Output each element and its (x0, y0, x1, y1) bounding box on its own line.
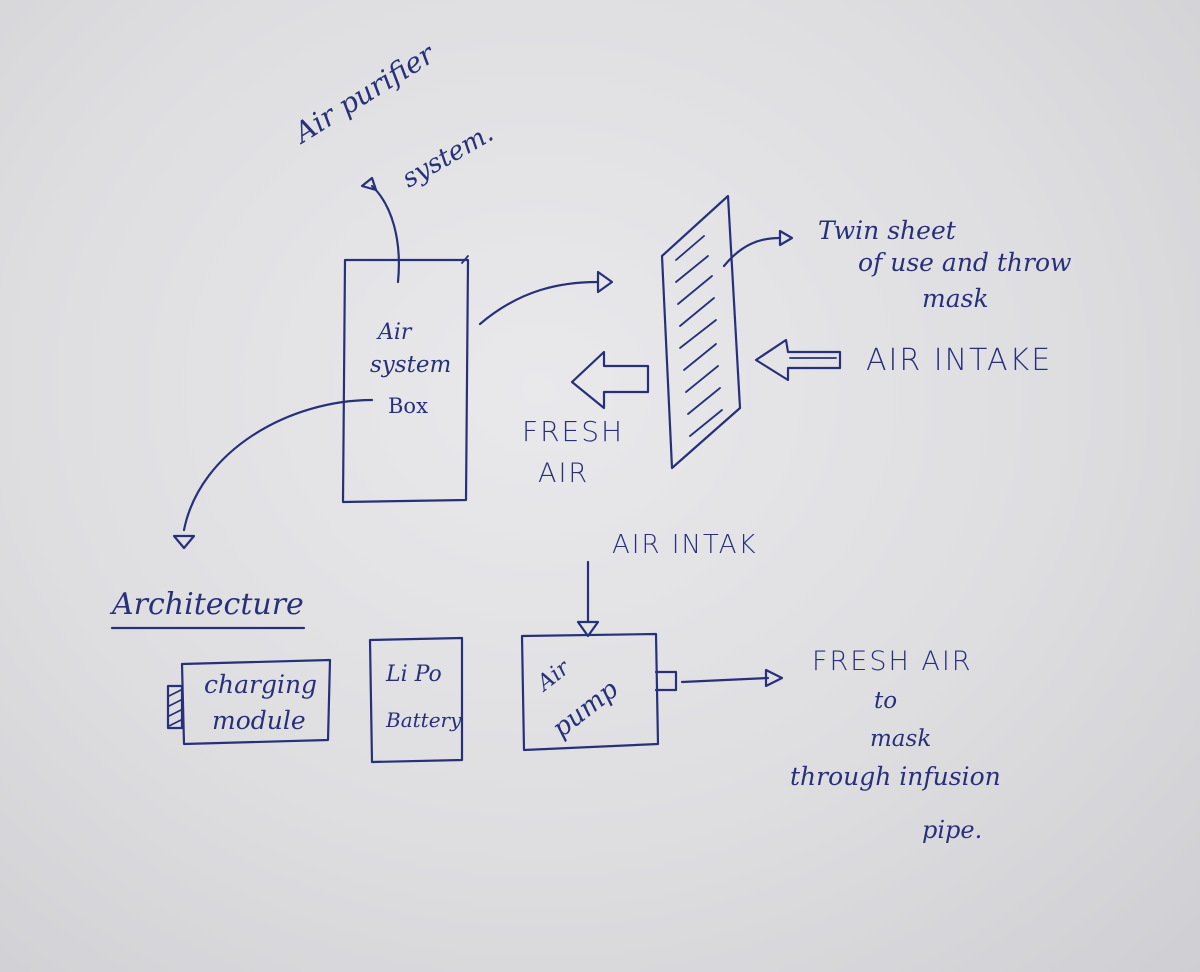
charging-port (166, 684, 184, 730)
sheet-label-line1: Twin sheet (818, 216, 956, 245)
arrow-head-purifier (360, 176, 378, 192)
air-intake-block-arrow (754, 338, 842, 382)
box-label-line3: Box (388, 394, 428, 418)
box-label-line1: Air (378, 320, 412, 345)
air-pump-box (520, 632, 660, 752)
pump-outlet-port (654, 670, 678, 692)
output-label-line1: FRESH AIR (812, 646, 973, 677)
charging-module-box (180, 658, 332, 746)
charging-label-line2: module (212, 706, 306, 735)
output-label-line2: to (874, 688, 898, 714)
fresh-air-line2: AIR (538, 458, 590, 489)
charging-port-hatch (168, 689, 182, 727)
sheet-label-line2: of use and throw (858, 248, 1072, 277)
lipo-label-line1: Li Po (386, 662, 442, 687)
charging-label-line1: charging (204, 670, 318, 699)
twin-sheet-filter (660, 194, 742, 470)
arrow-to-purifier-label (370, 184, 400, 284)
box-corner-tick (461, 255, 469, 264)
output-label-line5: pipe. (922, 816, 983, 844)
arrow-box-to-sheet (478, 280, 600, 326)
sheet-label-line3: mask (922, 284, 989, 313)
air-intake-label: AIR INTAKE (866, 343, 1053, 378)
lipo-label-line2: Battery (386, 708, 462, 732)
arrow-head-pump-output (764, 668, 784, 688)
pump-intake-label: AIR INTAK (612, 530, 758, 560)
air-system-box (341, 258, 470, 504)
arrow-head-box-to-sheet (596, 270, 614, 294)
arrow-sheet-to-label (722, 236, 782, 268)
box-label-line2: system (370, 352, 452, 378)
architecture-heading: Architecture (112, 587, 304, 622)
fresh-air-block-arrow (570, 350, 650, 410)
output-label-line4: through infusion (790, 762, 1001, 791)
fresh-air-line1: FRESH (522, 415, 625, 448)
arrow-head-sheet-label (778, 229, 794, 247)
arrow-head-architecture (172, 534, 196, 550)
output-label-line3: mask (870, 726, 932, 752)
lipo-battery-box (368, 636, 464, 764)
arrow-pump-to-output (680, 676, 770, 684)
filter-hatching (675, 235, 723, 437)
arrow-head-intake-pump (576, 620, 600, 638)
arrow-box-to-architecture (182, 398, 374, 532)
